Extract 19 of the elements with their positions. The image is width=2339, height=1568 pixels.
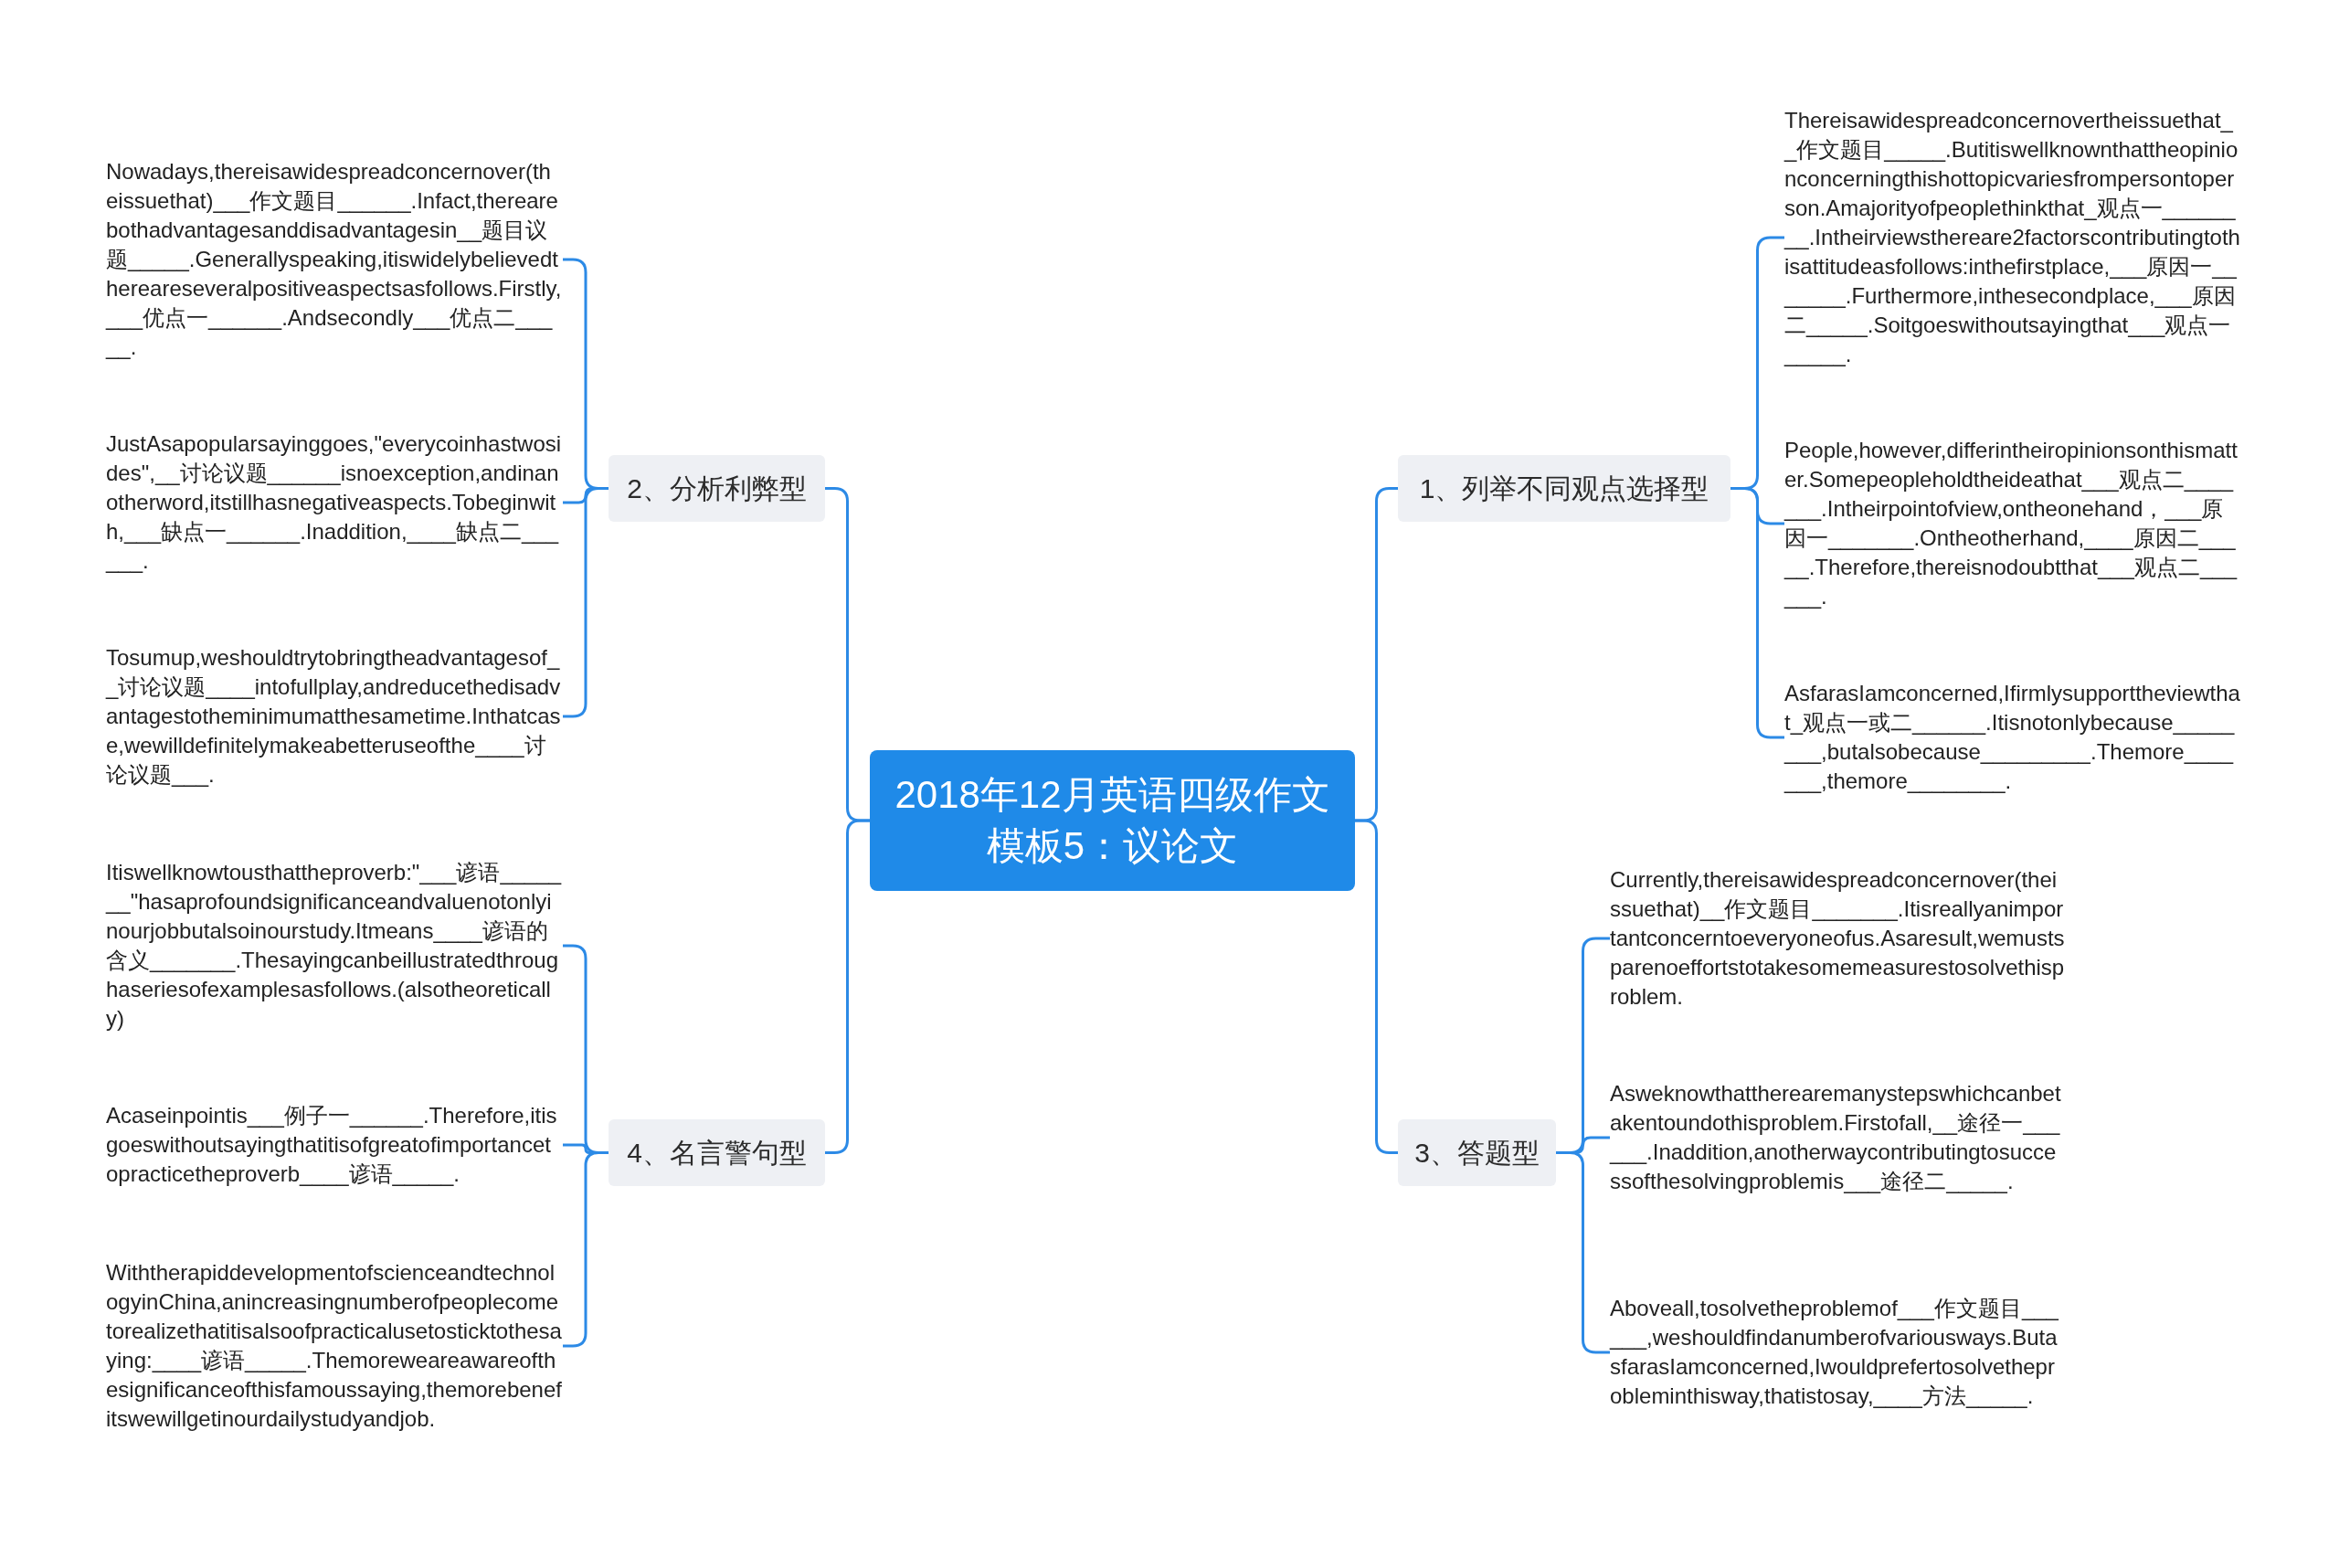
leaf-text: People,however,differintheiropinionsonthismatter.Somepeopleholdtheideathat___观点二_______.Intheirpointofview,ontheonehand，___原因一_______.Ontheotherhand,____原因二_____.Therefore,thereisnodoubtthat___观点二______.	[1784, 436, 2241, 611]
connector-line	[825, 819, 870, 1154]
leaf-text: Currently,thereisawidespreadconcernover(theissuethat)__作文题目_______.Itisreallyanimportantconcerntoeveryoneofus.Asaresult,wemustsparenoeffortstotakesomemeasurestosolvethisproblem.	[1610, 865, 2067, 1012]
leaf-text: Aboveall,tosolvetheproblemof___作文题目______,weshouldfindanumberofvariousways.ButasfarasIamconcerned,Iwouldprefertosolvetheprobleminthisway,thatistosay,____方法_____.	[1610, 1294, 2067, 1411]
leaf-text: WiththerapiddevelopmentofscienceandtechnologyinChina,anincreasingnumberofpeoplecometorealizethatitisalsoofpracticalusetosticktothesaying:____谚语_____.Themoreweareawareofthesignificanceofthisfamoussaying,themorebenefitswewillgetinourdailystudyandjob.	[106, 1258, 563, 1434]
leaf-text: Thereisawidespreadconcernovertheissuethat__作文题目_____.Butitiswellknownthattheopinionconcerningthishottopicvariesfrompersontoperson.Amajorityofpeoplethinkthat_观点一________.Intheirviewsthereare2factorscontributingtothisattitudeasfollows:inthefirstplace,___原因一_______.Furthermore,inthesecondplace,___原因二_____.Soitgoeswithoutsayingthat___观点一_____.	[1784, 106, 2241, 369]
branch-topic-box: 2、分析利弊型	[609, 455, 825, 522]
leaf-text: Nowadays,thereisawidespreadconcernover(theissuethat)___作文题目______.Infact,therearebothadvantagesanddisadvantagesin__题目议题_____.Generallyspeaking,itiswidelybelievedthereareseveralpositiveaspectsasfollows.Firstly,___优点一______.Andsecondly___优点二_____.	[106, 157, 563, 362]
branch-topic-box: 3、答题型	[1398, 1119, 1556, 1186]
connector-line	[1355, 819, 1398, 1154]
leaf-text: Itiswellknowtousthattheproverb:"___谚语_______"hasaprofoundsignificanceandvaluenotonlyinourjobbutalsoinourstudy.Itmeans____谚语的含义_______.Thesayingcanbeillustratedthroughaseriesofexamplesasfollows.(alsotheoretically)	[106, 858, 563, 1033]
root-topic-box: 2018年12月英语四级作文模板5：议论文	[870, 750, 1355, 891]
branch-topic-box: 4、名言警句型	[609, 1119, 825, 1186]
leaf-text: AsfarasIamconcerned,Ifirmlysupporttheviewthat_观点一或二______.Itisnotonlybecause________,butalsobecause_________.Themore_______,themore________.	[1784, 679, 2241, 796]
leaf-text: Asweknowthattherearemanystepswhichcanbetakentoundothisproblem.Firstofall,__途径一______.Inaddition,anotherwaycontributingtosuccessofthesolvingproblemis___途径二_____.	[1610, 1079, 2067, 1196]
leaf-text: Acaseinpointis___例子一______.Therefore,itisgoeswithoutsayingthatitisofgreatofimportancetopracticetheproverb____谚语_____.	[106, 1101, 563, 1189]
leaf-text: Tosumup,weshouldtrytobringtheadvantagesof__讨论议题____intofullplay,andreducethedisadvantagestotheminimumatthesametime.Inthatcase,wewilldefinitelymakeabetteruseofthe____讨论议题___.	[106, 643, 563, 789]
branch-topic-box: 1、列举不同观点选择型	[1398, 455, 1730, 522]
leaf-text: JustAsapopularsayinggoes,"everycoinhastwosides",__讨论议题______isnoexception,andinanotherword,itstillhasnegativeaspects.Tobeginwith,___缺点一______.Inaddition,____缺点二______.	[106, 429, 563, 576]
